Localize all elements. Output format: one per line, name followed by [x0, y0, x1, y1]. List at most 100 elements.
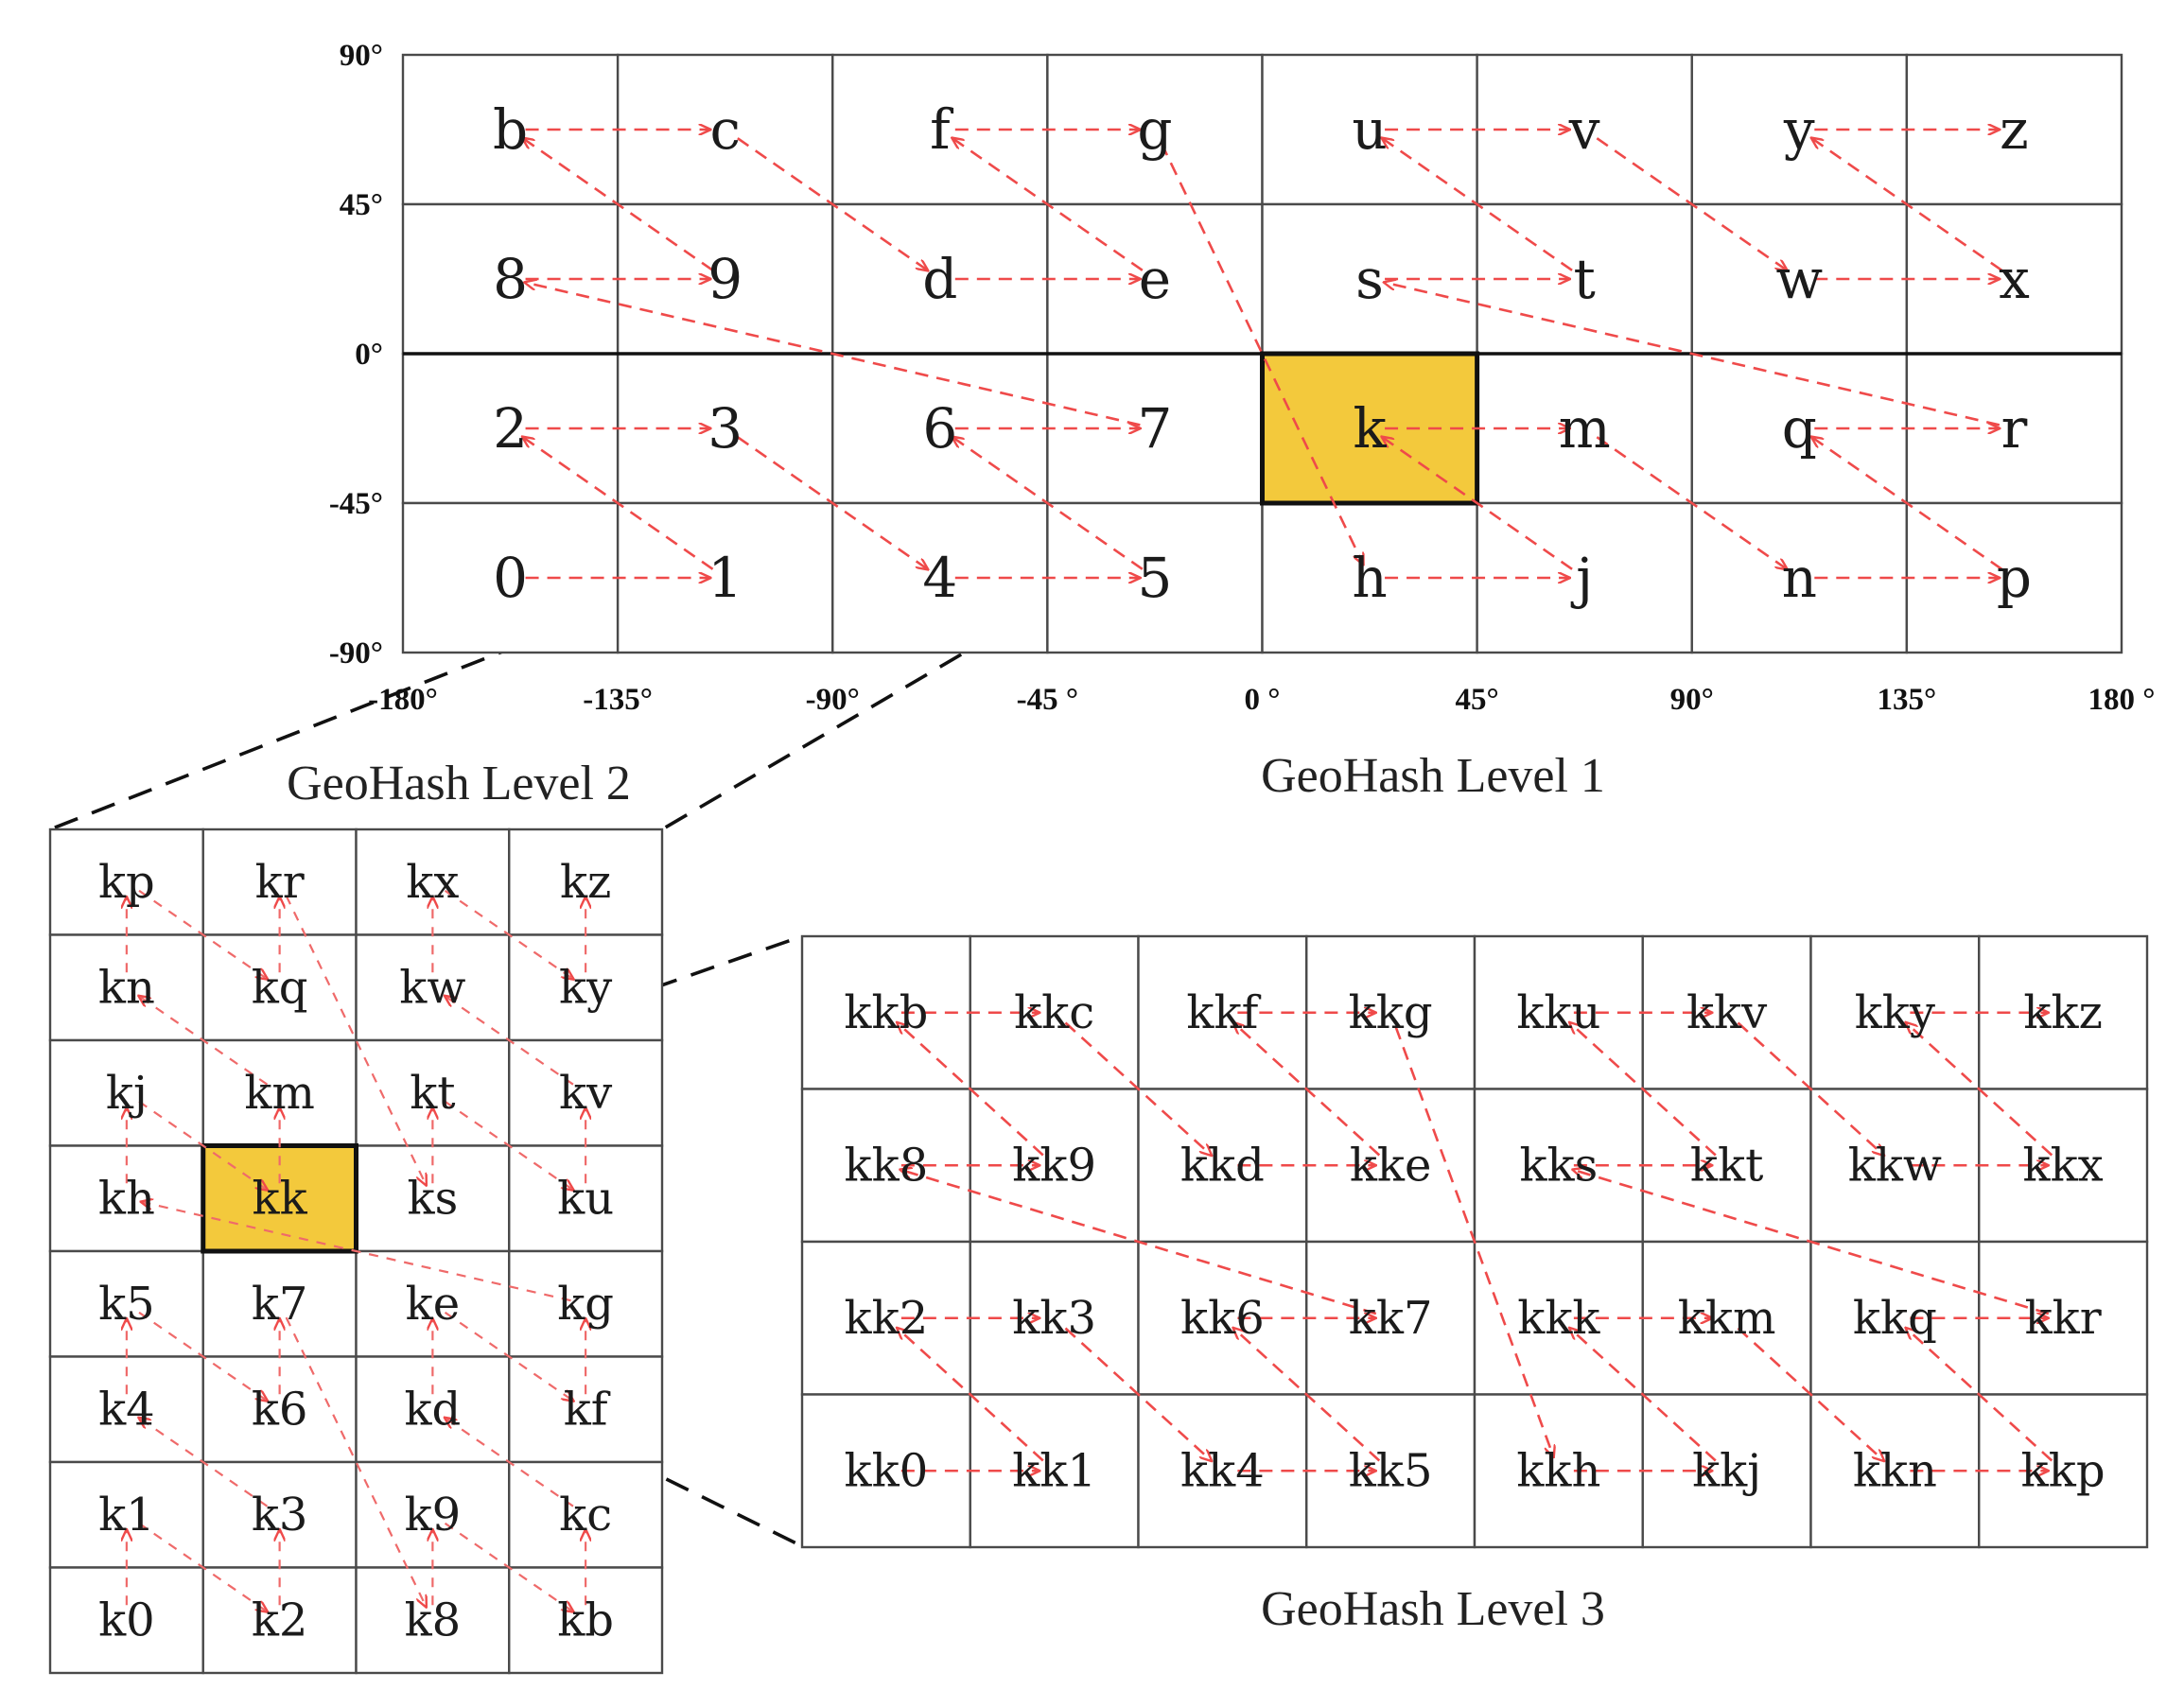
level3-cell [800, 1393, 971, 1549]
level1-grid [401, 53, 2123, 654]
z-order-curves [127, 130, 2053, 1611]
level2-cell-label: kj [106, 1067, 148, 1120]
level3-cell-label: kk3 [1012, 1292, 1096, 1345]
latitude-tick-label: 0° [355, 338, 383, 372]
level1-cell-label: 4 [922, 546, 957, 610]
level3-cell-label: kkd [1180, 1139, 1265, 1192]
curve-segment [1737, 1327, 1883, 1461]
curve-segment [1233, 1023, 1381, 1157]
level2-cell-label: kh [98, 1172, 155, 1225]
level3-cell-label: kkw [1848, 1139, 1942, 1192]
level3-cell-label: kk7 [1349, 1292, 1433, 1345]
level2-cell-label: kt [410, 1067, 455, 1120]
level2-caption: GeoHash Level 2 [287, 757, 631, 810]
level3-cell-label: kk6 [1180, 1292, 1265, 1345]
level1-cell-label: y [1783, 97, 1815, 162]
level3-cell-label: kke [1350, 1139, 1432, 1192]
level2-cell-label: k3 [252, 1489, 308, 1542]
zoom-guide-line [202, 934, 803, 1147]
longitude-tick-label: -45 ° [1017, 683, 1078, 717]
longitude-tick-label: -90° [806, 683, 860, 717]
level3-cell-label: kk9 [1012, 1139, 1096, 1192]
curve-segment [1573, 1170, 2050, 1315]
curve-segment [1570, 1023, 1717, 1157]
curve-segment [898, 1329, 1044, 1462]
level3-cell-label: kk8 [845, 1139, 929, 1192]
level1-cell [1905, 352, 2123, 505]
curve-segment [900, 1170, 1377, 1315]
curve-segment [1394, 1026, 1554, 1456]
level2-cell-label: k8 [405, 1594, 462, 1646]
level3-cell-label: kk1 [1012, 1444, 1096, 1497]
level1-cell-label: t [1574, 247, 1596, 311]
level2-cell-label: kf [564, 1383, 611, 1436]
level3-cell-label: kkk [1517, 1292, 1600, 1345]
level3-cell-label: kkn [1853, 1444, 1937, 1497]
level2-cell-label: k4 [98, 1383, 155, 1436]
longitude-tick-label: 90° [1670, 683, 1714, 717]
curve-segment [1906, 1329, 2053, 1462]
curve-segment [444, 1522, 573, 1611]
level1-cell-label: u [1352, 97, 1387, 162]
level1-cell-label: 2 [493, 396, 528, 461]
curve-segment [444, 889, 573, 979]
level2-cell-label: kd [404, 1383, 461, 1436]
level1-caption: GeoHash Level 1 [1261, 749, 1605, 803]
longitude-tick-label: -135° [583, 683, 653, 717]
level3-cell-label: kk0 [845, 1444, 929, 1497]
curve-segment [444, 1100, 573, 1190]
level2-cell-label: k2 [252, 1594, 308, 1646]
level3-cell-label: kk4 [1180, 1444, 1265, 1497]
level2-cell-label: kg [557, 1278, 614, 1331]
level1-cell-label: j [1570, 546, 1593, 610]
level3-cell-label: kkt [1690, 1139, 1763, 1192]
level2-cell-label: kx [406, 856, 459, 909]
level1-cell-label: c [709, 97, 740, 162]
level1-cell-label: p [1997, 546, 2032, 610]
level2-cell-label: kw [399, 961, 465, 1014]
curve-segment [952, 437, 1144, 570]
level1-cell-label: 7 [1137, 396, 1172, 461]
level3-cell-label: kkf [1186, 986, 1261, 1039]
curve-segment [138, 1100, 267, 1190]
level3-cell-label: kkc [1014, 986, 1094, 1039]
level2-cell-label: k5 [98, 1278, 155, 1331]
level1-cell-label: s [1355, 247, 1384, 311]
curve-segment [139, 996, 269, 1086]
curve-segment [1811, 138, 2003, 271]
level2-cell-label: k1 [98, 1489, 155, 1542]
curve-segment [1064, 1327, 1211, 1461]
level2-cell-label: km [244, 1067, 315, 1120]
level3-cell-label: kkq [1853, 1292, 1937, 1345]
curve-segment [898, 1023, 1044, 1157]
level1-cell-label: z [2000, 97, 2029, 162]
level2-cell-label: kc [559, 1489, 612, 1542]
curve-segment [141, 1202, 571, 1302]
level3-cell-label: kkr [2025, 1292, 2102, 1345]
level3-caption: GeoHash Level 3 [1261, 1582, 1605, 1636]
curve-segment [1160, 142, 1363, 564]
curve-segment [1811, 437, 2003, 570]
level2-cell-label: kb [557, 1594, 614, 1646]
latitude-tick-label: 90° [340, 39, 383, 73]
level1-cell-label: w [1775, 247, 1823, 311]
level2-cell-label: ks [408, 1172, 459, 1225]
level1-cell-label: q [1782, 396, 1817, 461]
curve-segment [1233, 1329, 1381, 1462]
level3-cell-label: kkx [2023, 1139, 2104, 1192]
level1-cell-label: 1 [708, 546, 743, 610]
curve-segment [1596, 137, 1787, 270]
curve-segment [1382, 138, 1573, 271]
curve-segment [138, 889, 267, 979]
level1-cell-label: n [1782, 546, 1817, 610]
curve-segment [737, 436, 928, 569]
level1-cell-label: 6 [922, 396, 957, 461]
curve-segment [1382, 437, 1573, 570]
level2-cell-label: k0 [98, 1594, 155, 1646]
level2-cell-label: kv [559, 1067, 612, 1120]
level3-cell-label: kky [1855, 986, 1935, 1039]
level2-cell-label: kz [560, 856, 611, 909]
level1-cell-label: m [1559, 396, 1611, 461]
